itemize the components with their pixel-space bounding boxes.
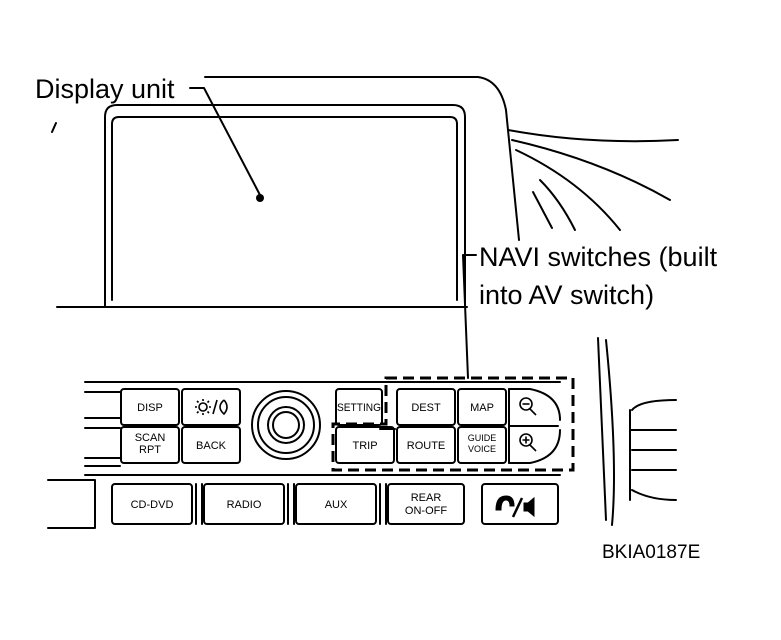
dest-button[interactable]: DEST bbox=[411, 402, 441, 414]
disp-button[interactable]: DISP bbox=[137, 402, 163, 414]
trip-button[interactable]: TRIP bbox=[352, 440, 377, 452]
zoom-out-icon bbox=[519, 397, 537, 416]
display-screen bbox=[111, 116, 458, 301]
rear-onoff-button-line2: ON-OFF bbox=[405, 505, 447, 517]
map-button[interactable]: MAP bbox=[470, 402, 494, 414]
display-leader bbox=[189, 87, 261, 196]
dash-hood-outline bbox=[204, 76, 520, 241]
aux-button[interactable]: AUX bbox=[325, 499, 348, 511]
back-button[interactable]: BACK bbox=[196, 440, 227, 452]
navi-switches-label: NAVI switches (built bbox=[479, 242, 718, 272]
route-button[interactable]: ROUTE bbox=[407, 440, 446, 452]
display-bezel-outer bbox=[104, 104, 466, 308]
setting-button[interactable]: SETTING bbox=[337, 402, 381, 414]
display-unit-label: Display unit bbox=[35, 74, 175, 104]
phone-volume-icon bbox=[495, 495, 535, 518]
scan-rpt-button-line2: RPT bbox=[139, 444, 161, 456]
zoom-in-icon bbox=[519, 433, 537, 452]
scan-rpt-button[interactable]: SCAN bbox=[135, 432, 166, 444]
guide-voice-button[interactable]: GUIDE bbox=[468, 433, 497, 443]
navi-leader bbox=[462, 254, 477, 379]
navi-switch-dashed-box bbox=[331, 376, 575, 472]
cd-dvd-button[interactable]: CD-DVD bbox=[131, 499, 174, 511]
navi-switches-label-line2: into AV switch) bbox=[479, 280, 655, 310]
guide-voice-button-line2: VOICE bbox=[468, 444, 496, 454]
control-knob-outer bbox=[251, 390, 321, 460]
sun-moon-icon bbox=[195, 399, 228, 416]
control-knob-inner bbox=[267, 406, 305, 444]
display-leader-dot bbox=[256, 194, 264, 202]
radio-button[interactable]: RADIO bbox=[227, 499, 262, 511]
figure-code: BKIA0187E bbox=[602, 542, 701, 563]
rear-onoff-button[interactable]: REAR bbox=[411, 492, 442, 504]
